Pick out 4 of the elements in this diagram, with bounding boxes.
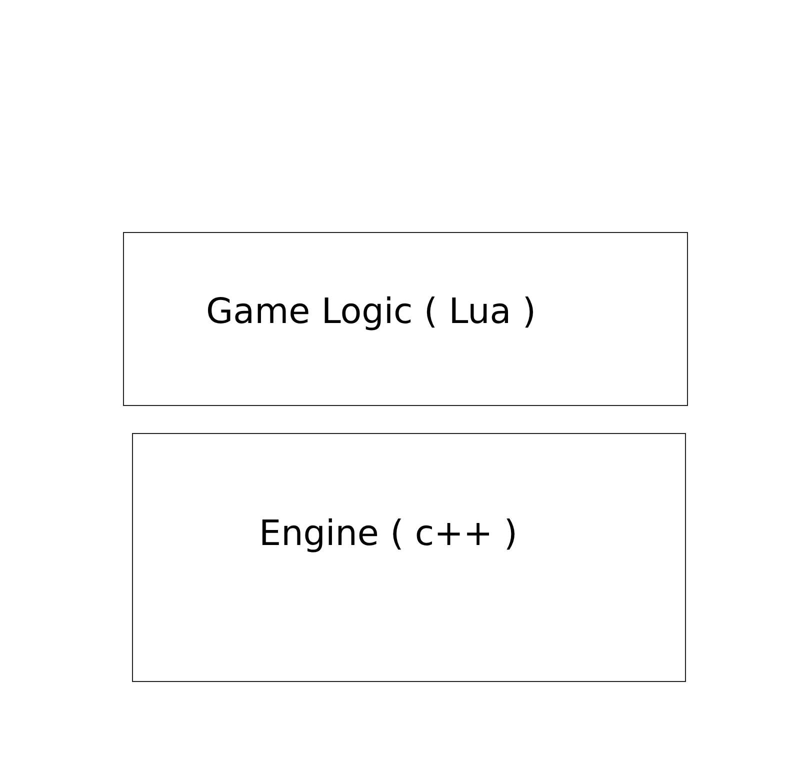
process-box [132, 433, 686, 682]
box-label: Game Logic ( Lua ) [206, 291, 536, 333]
box-label: Engine ( c++ ) [259, 513, 518, 555]
process-box [123, 232, 688, 406]
